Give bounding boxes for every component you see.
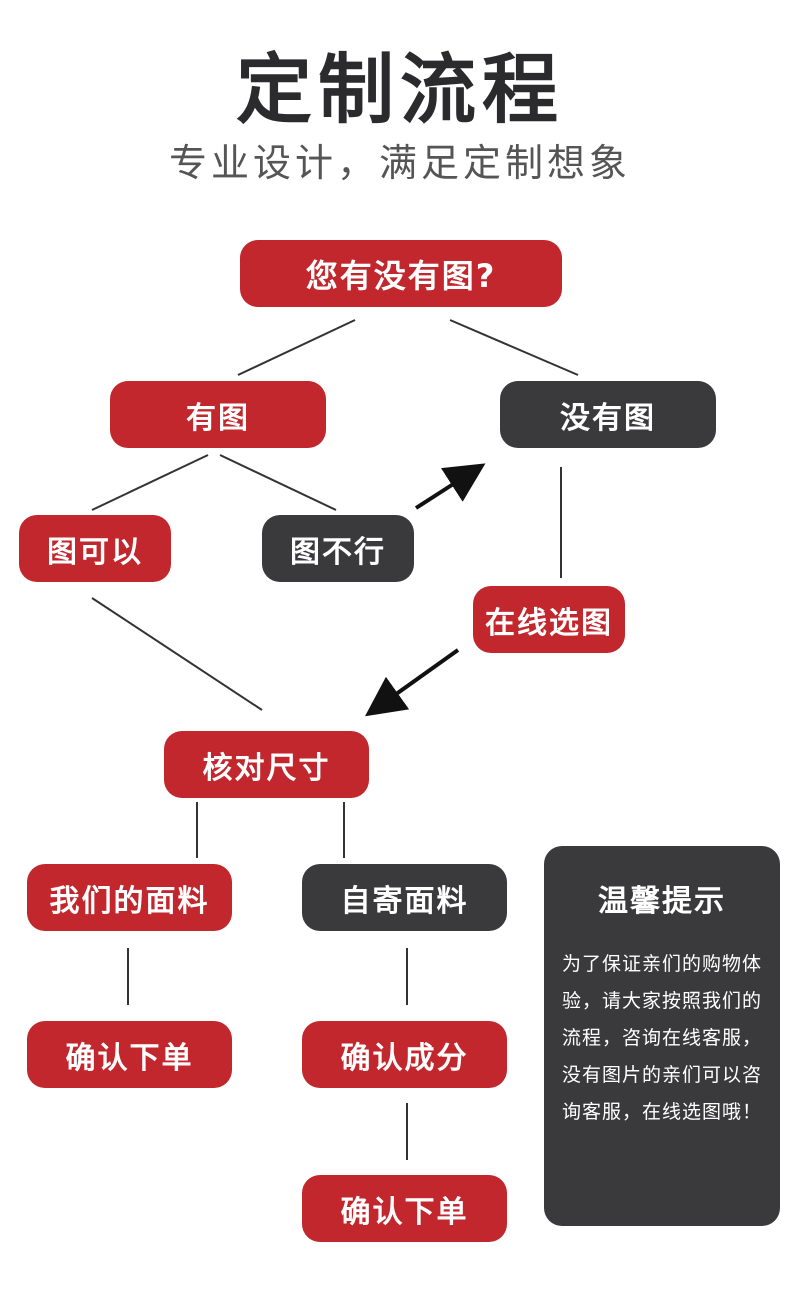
connector-have-notok [219, 454, 337, 511]
arrow-notok-to-no [414, 463, 486, 510]
have-image-node: 有图 [110, 381, 326, 448]
connector-question-no [449, 319, 579, 376]
connector-ok-size [91, 597, 263, 711]
tip-title: 温馨提示 [598, 884, 726, 919]
confirm-order-left-node: 确认下单 [27, 1021, 232, 1088]
connector-have-ok [91, 454, 209, 511]
question-node: 您有没有图? [240, 240, 562, 307]
online-select-node: 在线选图 [473, 586, 625, 653]
our-fabric-node: 我们的面料 [27, 864, 232, 931]
confirm-composition-node: 确认成分 [302, 1021, 507, 1088]
connector-question-have [237, 319, 356, 376]
tip-body: 为了保证亲们的购物体验，请大家按照我们的流程，咨询在线客服，没有图片的亲们可以咨… [562, 953, 763, 1123]
image-ok-node: 图可以 [19, 515, 171, 582]
confirm-order-right-node: 确认下单 [302, 1175, 507, 1242]
mail-fabric-node: 自寄面料 [302, 864, 507, 931]
page-title: 定制流程 [236, 45, 564, 134]
check-size-node: 核对尺寸 [164, 731, 369, 798]
arrow-online-to-size [364, 648, 460, 717]
tip-box: 温馨提示 为了保证亲们的购物体验，请大家按照我们的流程，咨询在线客服，没有图片的… [544, 846, 780, 1226]
no-image-node: 没有图 [500, 381, 716, 448]
image-not-ok-node: 图不行 [262, 515, 414, 582]
page-subtitle: 专业设计，满足定制想象 [168, 141, 631, 185]
